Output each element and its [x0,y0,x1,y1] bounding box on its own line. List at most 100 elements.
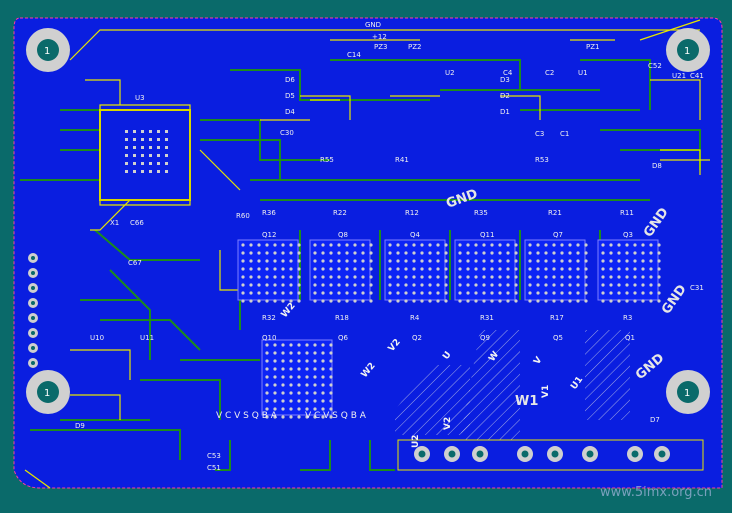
via [584,275,588,279]
via [265,399,269,403]
via [404,275,408,279]
via [281,343,285,347]
via [641,259,645,263]
via [458,291,462,295]
via [436,291,440,295]
via [506,291,510,295]
via [297,259,301,263]
via [609,283,613,287]
via [436,275,440,279]
header-pin-hole [31,346,35,350]
via [289,243,293,247]
via [544,243,548,247]
designator-pz3: PZ3 [374,43,387,51]
designator-r35: R35 [474,209,488,217]
via [265,291,269,295]
ic-pin [125,154,128,157]
via [641,267,645,271]
via [249,251,253,255]
via [396,251,400,255]
designator-r36: R36 [262,209,276,217]
via [313,259,317,263]
label-v: V [532,355,544,366]
via [297,299,301,303]
via [289,343,293,347]
via [313,243,317,247]
via [576,243,580,247]
via [297,291,301,295]
via [329,415,333,419]
hole-label: 1 [684,46,690,57]
via [412,283,416,287]
ic-pin [149,154,152,157]
mounting-hole-top-right[interactable]: 1 [666,28,710,72]
via [289,267,293,271]
via [584,243,588,247]
via [412,275,416,279]
connector-hole [658,450,666,458]
via [536,243,540,247]
via [305,351,309,355]
designator-r17: R17 [550,314,564,322]
via [506,251,510,255]
via [474,251,478,255]
via [329,275,333,279]
via [466,291,470,295]
via [584,259,588,263]
via [329,291,333,295]
label-v1: V1 [541,385,551,398]
via [361,243,365,247]
via [321,375,325,379]
via [313,399,317,403]
designator-c31: C31 [690,284,704,292]
designator-r12: R12 [405,209,419,217]
via [313,415,317,419]
mounting-hole-bottom-right[interactable]: 1 [666,370,710,414]
via [506,259,510,263]
via [321,275,325,279]
via [576,283,580,287]
via [609,291,613,295]
via [361,251,365,255]
via [657,243,661,247]
mounting-hole-bottom-left[interactable]: 1 [26,370,70,414]
hole-label: 1 [44,388,50,399]
via [498,275,502,279]
via [506,267,510,271]
via [265,251,269,255]
designator-r11: R11 [620,209,634,217]
via [329,351,333,355]
via [584,299,588,303]
designator-r31: R31 [480,314,494,322]
yellow-track [70,349,131,380]
via [305,399,309,403]
label-u2: U2 [411,434,421,448]
via [257,251,261,255]
via [265,299,269,303]
designator-r41: R41 [395,156,409,164]
via [601,243,605,247]
via [474,283,478,287]
via [281,283,285,287]
designator-q11: Q11 [480,231,494,239]
via [329,283,333,287]
via [482,275,486,279]
via [289,399,293,403]
mounting-hole-top-left[interactable]: 1 [26,28,70,72]
designator-d8: D8 [652,162,662,170]
via [345,275,349,279]
via [396,283,400,287]
via [482,283,486,287]
designator-u10: U10 [90,334,104,342]
via [420,259,424,263]
via [241,251,245,255]
via [265,259,269,263]
via [297,367,301,371]
ic-pin-grid [125,130,168,173]
via [444,283,448,287]
via [281,359,285,363]
via [404,291,408,295]
header-pin-hole [31,286,35,290]
